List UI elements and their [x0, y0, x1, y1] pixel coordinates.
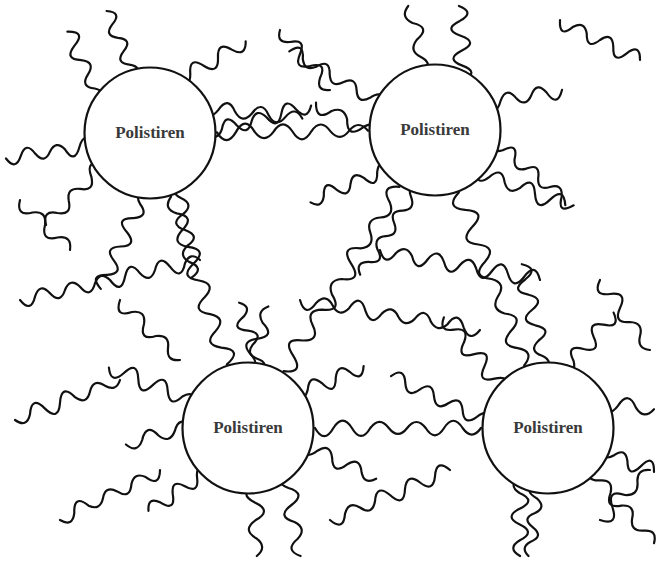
polymer-chain — [300, 298, 480, 336]
polymer-chain — [588, 468, 654, 543]
polymer-chain — [96, 190, 147, 289]
domain-label: Polistiren — [400, 120, 470, 140]
polymer-chain — [207, 104, 311, 137]
polymer-chain — [442, 317, 506, 391]
polystyrene-domain: Polistiren — [181, 361, 315, 495]
domain-label: Polistiren — [213, 418, 283, 438]
polymer-chain — [600, 470, 650, 522]
chain-connector — [168, 197, 234, 365]
polymer-chain — [289, 48, 383, 106]
polymer-chain — [330, 465, 450, 524]
polymer-chain — [15, 380, 120, 423]
polymer-chain — [525, 484, 542, 556]
polymer-chain — [246, 485, 264, 556]
polymer-chain — [126, 422, 191, 449]
polymer-chain — [119, 300, 181, 360]
polymer-chain — [107, 11, 139, 78]
chain-connector — [315, 421, 481, 437]
domain-label: Polistiren — [513, 418, 583, 438]
chain-connector — [453, 193, 528, 366]
polymer-chain — [405, 6, 428, 74]
polymer-chain — [311, 163, 391, 205]
chain-connector — [217, 124, 368, 140]
polymer-chain — [598, 280, 650, 350]
polymer-chain — [201, 103, 302, 122]
polystyrene-domain: Polistiren — [368, 63, 502, 197]
polymer-chain — [380, 249, 540, 283]
polymer-chain — [109, 368, 197, 403]
polymer-chain — [20, 256, 200, 306]
chain-connector — [284, 187, 400, 372]
polymer-chain — [45, 164, 102, 225]
polymer-chain — [564, 313, 616, 374]
polymer-chain — [474, 171, 565, 205]
polymer-chain — [60, 470, 160, 523]
polymer-chain — [279, 30, 330, 90]
domain-label: Polistiren — [115, 123, 185, 143]
polymer-chain — [6, 138, 94, 165]
polystyrene-domain: Polistiren — [481, 361, 615, 495]
polystyrene-domain: Polistiren — [83, 66, 217, 200]
polymer-chain — [19, 200, 70, 250]
polymer-chain — [359, 185, 420, 275]
polymer-chain — [391, 373, 491, 424]
polymer-chain — [303, 444, 376, 481]
polymer-chain — [560, 20, 640, 60]
